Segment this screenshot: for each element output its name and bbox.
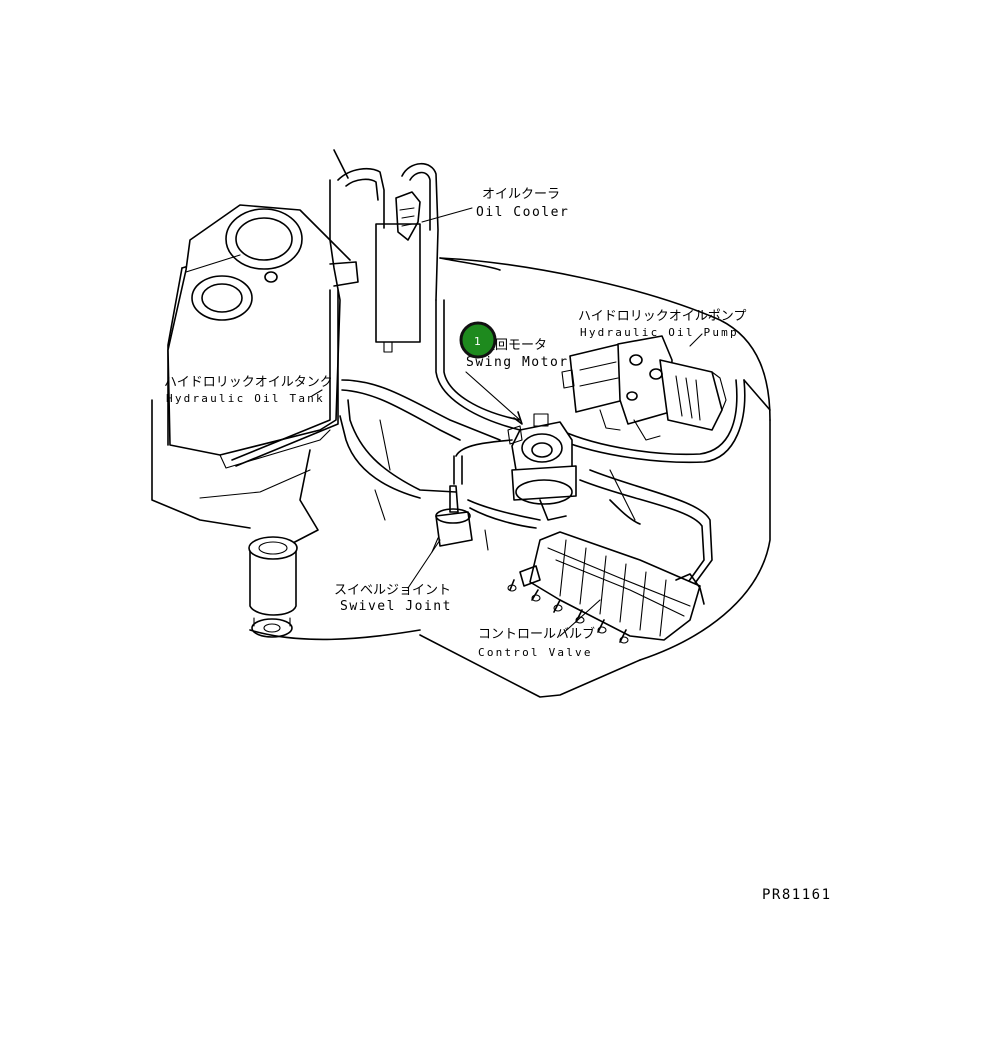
control-valve-label-en: Control Valve (478, 646, 593, 659)
control-valve (507, 531, 705, 644)
swing-motor (507, 413, 577, 521)
swivel-joint-label-jp: スイベルジョイント (334, 583, 451, 598)
swing-motor-label-en: Swing Motor (466, 355, 569, 370)
hydraulic-oil-tank-label-en: Hydraulic Oil Tank (166, 392, 325, 405)
hydraulic-oil-tank-label-jp: ハイドロリックオイルタンク (164, 375, 333, 390)
hydraulic-oil-tank (167, 204, 359, 469)
swing-motor-label-jp: 旋回モータ (482, 338, 547, 353)
control-valve-label-jp: コントロールバルブ (478, 626, 595, 642)
hydraulic-oil-pump (561, 335, 727, 441)
document-code: PR81161 (762, 887, 832, 903)
hydraulic-oil-pump-label-jp: ハイドロリックオイルポンプ (578, 309, 746, 324)
oil-cooler (329, 149, 439, 353)
callout-circle[interactable] (459, 321, 497, 359)
hydraulic-oil-pump-label-en: Hydraulic Oil Pump (580, 326, 739, 339)
oil-cooler-label-en: Oil Cooler (476, 205, 569, 220)
swivel-joint (435, 485, 473, 547)
callout-number: 1 (474, 335, 481, 348)
oil-cooler-label-jp: オイルクーラ (482, 187, 560, 202)
leader-lines (311, 207, 703, 637)
hydraulic-pipes (231, 257, 771, 591)
swivel-joint-label-en: Swivel Joint (340, 599, 452, 614)
callout-marker-1[interactable]: 1 (459, 321, 497, 359)
filter-canister (248, 536, 298, 638)
